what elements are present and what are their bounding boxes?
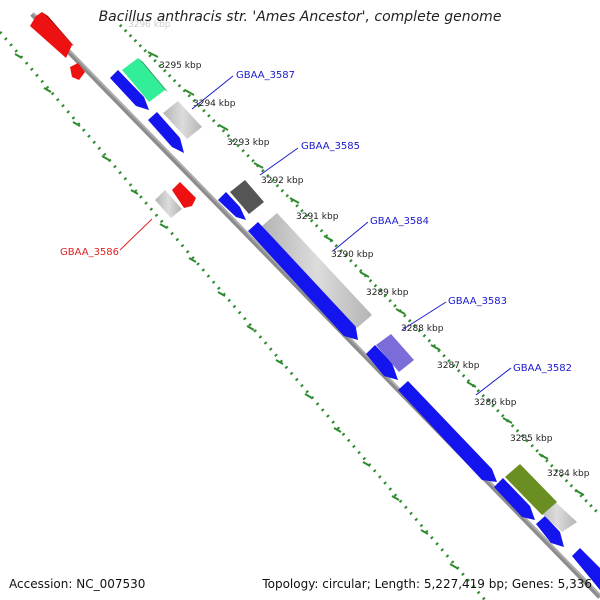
cds-gene-5[interactable] xyxy=(366,345,398,380)
gene-labels: GBAA_3587 GBAA_3585 GBAA_3584 GBAA_3583 … xyxy=(60,70,572,374)
ruler-tick-marks xyxy=(147,51,585,496)
tick-label: 3286 kbp xyxy=(474,398,517,408)
accession-value: NC_007530 xyxy=(76,577,146,591)
tick-label: 3294 kbp xyxy=(193,99,236,109)
olive-feature[interactable] xyxy=(505,464,557,515)
topology-label: Topology: xyxy=(262,577,319,591)
cds-gene-7[interactable] xyxy=(494,478,535,520)
cds-gene-1[interactable] xyxy=(110,70,149,110)
tick-label: 3284 kbp xyxy=(547,469,590,479)
red-feature-1[interactable] xyxy=(30,12,72,58)
cds-gene-3[interactable] xyxy=(218,192,246,220)
gene-label-3584[interactable]: GBAA_3584 xyxy=(370,216,429,227)
red-feature-minus[interactable] xyxy=(172,182,196,208)
cds-gene-9[interactable] xyxy=(572,548,600,590)
leader-3586 xyxy=(119,218,153,251)
tick-label: 3295 kbp xyxy=(159,61,202,71)
tick-label: 3289 kbp xyxy=(366,288,409,298)
grey-feature-minus[interactable] xyxy=(155,190,182,218)
green-feature[interactable] xyxy=(122,58,165,102)
gene-label-3586[interactable]: GBAA_3586 xyxy=(60,247,119,258)
grey-feature-1[interactable] xyxy=(163,101,202,139)
tick-label: 3288 kbp xyxy=(401,324,444,334)
accession-label: Accession: xyxy=(9,577,73,591)
gene-label-3583[interactable]: GBAA_3583 xyxy=(448,296,507,307)
inner-ruler-tick-marks xyxy=(14,53,458,569)
genome-backbone xyxy=(30,12,600,599)
map-title: Bacillus anthracis str. 'Ames Ancestor',… xyxy=(98,9,502,25)
footer-accession: Accession: NC_007530 xyxy=(9,577,145,591)
genes-label: Genes: xyxy=(511,577,554,591)
length-value: 5,227,419 bp xyxy=(423,577,504,591)
tick-label: 3287 kbp xyxy=(437,361,480,371)
gene-label-3587[interactable]: GBAA_3587 xyxy=(236,70,295,81)
tick-label: 3291 kbp xyxy=(296,212,339,222)
length-label: Length: xyxy=(374,577,421,591)
tick-label: 3296 kbp xyxy=(128,20,171,30)
topology-value: circular xyxy=(322,577,367,591)
leader-3582 xyxy=(475,367,512,396)
dark-feature[interactable] xyxy=(230,180,264,214)
genes-value: 5,336 xyxy=(557,577,592,591)
leader-3584 xyxy=(332,221,369,252)
purple-feature[interactable] xyxy=(376,334,414,372)
leader-3587 xyxy=(191,75,234,110)
gene-label-3582[interactable]: GBAA_3582 xyxy=(513,363,572,374)
inner-ruler-track xyxy=(0,31,487,600)
tick-label: 3292 kbp xyxy=(261,176,304,186)
footer-genome-info: Topology: circular; Length: 5,227,419 bp… xyxy=(262,577,592,591)
cds-gene-8[interactable] xyxy=(536,516,564,547)
grey-feature-2[interactable] xyxy=(262,213,372,328)
tick-label: 3285 kbp xyxy=(510,434,553,444)
red-feature-1-shade xyxy=(42,12,74,46)
cds-gene-4[interactable] xyxy=(248,222,358,340)
cds-gene-6[interactable] xyxy=(398,381,497,482)
leader-3585 xyxy=(259,147,299,176)
leader-3583 xyxy=(401,301,447,331)
cds-track xyxy=(110,70,600,590)
ruler-labels: 3296 kbp 3295 kbp 3294 kbp 3293 kbp 3292… xyxy=(128,20,590,479)
label-leaders xyxy=(119,75,512,396)
tick-label: 3290 kbp xyxy=(331,250,374,260)
tick-label: 3293 kbp xyxy=(227,138,270,148)
green-feature-edge xyxy=(138,58,168,92)
cds-gene-2[interactable] xyxy=(148,112,184,153)
gene-label-3585[interactable]: GBAA_3585 xyxy=(301,141,360,152)
red-feature-2[interactable] xyxy=(70,63,85,80)
